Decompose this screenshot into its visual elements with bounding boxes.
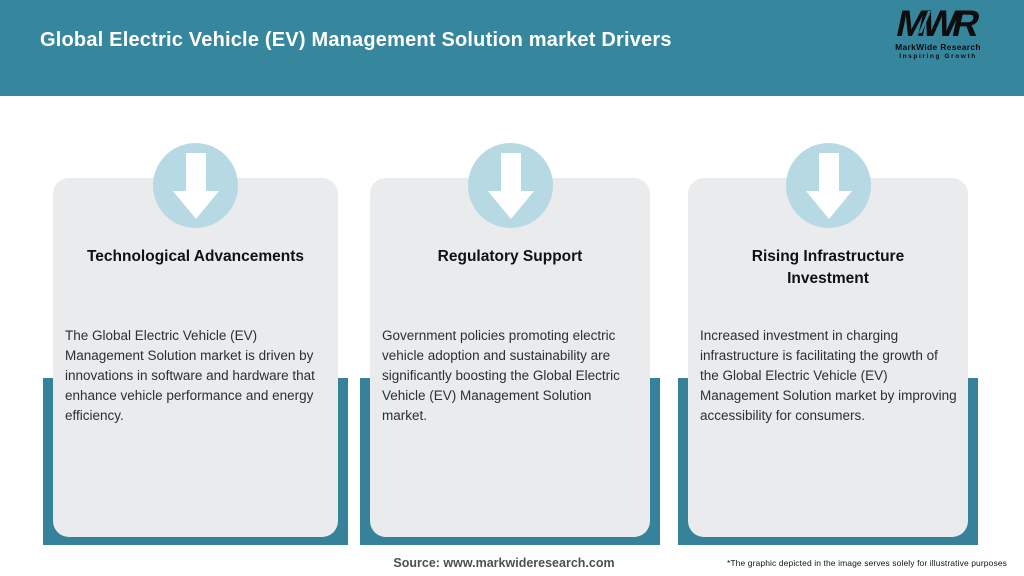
down-arrow-icon [468,143,553,228]
down-arrow-icon [786,143,871,228]
card-title: Regulatory Support [437,248,583,265]
page-title: Global Electric Vehicle (EV) Management … [40,29,672,51]
driver-card-technological-advancements: Technological Advancements The Global El… [53,178,338,537]
down-arrow-icon [153,143,238,228]
logo-company-name: MarkWide Research [895,42,981,52]
header-bar: Global Electric Vehicle (EV) Management … [0,0,1024,96]
logo-tagline: Inspiring Growth [899,53,977,60]
source-attribution: Source: www.markwideresearch.com [393,556,615,570]
card-description: The Global Electric Vehicle (EV) Managem… [65,328,315,423]
driver-card-rising-infrastructure-investment: Rising Infrastructure Investment Increas… [688,178,968,537]
card-description: Increased investment in charging infrast… [700,328,957,423]
driver-card-regulatory-support: Regulatory Support Government policies p… [370,178,650,537]
logo-wordmark: MWR [892,3,979,44]
disclaimer-note: *The graphic depicted in the image serve… [726,558,1007,568]
card-title: Rising Infrastructure Investment [751,248,905,287]
card-title: Technological Advancements [86,248,305,265]
card-description: Government policies promoting electric v… [382,328,620,423]
markwide-research-logo: MWR MarkWide Research Inspiring Growth [874,3,1002,61]
